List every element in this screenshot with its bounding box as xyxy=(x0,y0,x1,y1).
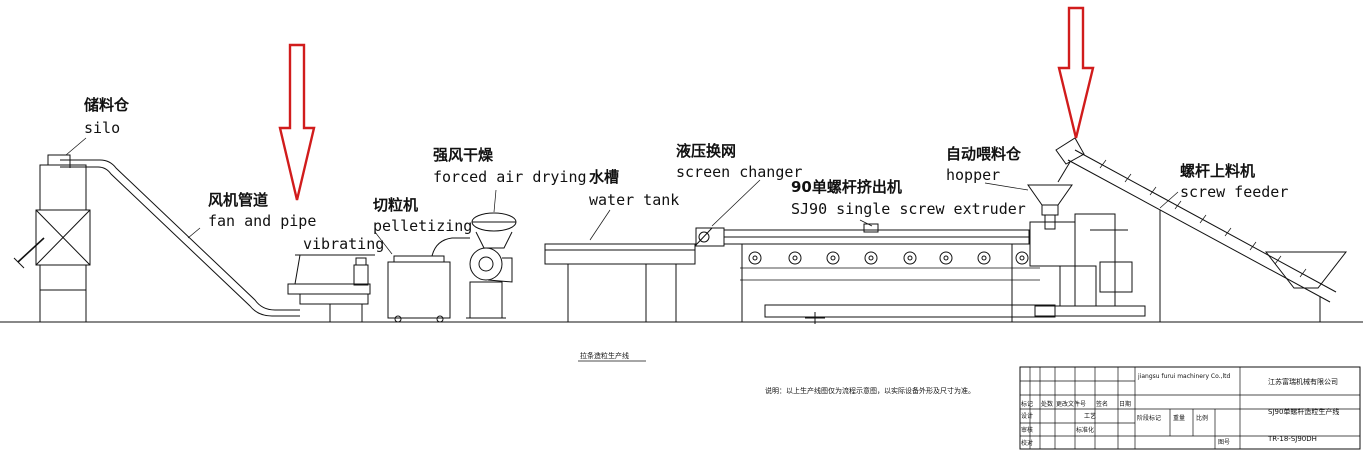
drawing-remark: 说明：以上生产线图仅为流程示意图，以实际设备外形及尺寸为准。 xyxy=(765,386,975,395)
screw-feeder xyxy=(1055,137,1348,322)
feeder-label-en: screw feeder xyxy=(1180,183,1288,201)
weight-label: 重量 xyxy=(1173,414,1185,422)
mark-col-5: 日期 xyxy=(1119,400,1131,408)
drawing-number: TR-18-SJ90DH xyxy=(1267,435,1317,443)
dryer-label-cn: 强风干燥 xyxy=(433,146,494,164)
pelletizer-label-en: pelletizing xyxy=(373,217,472,235)
sheet-label: 图号 xyxy=(1218,439,1230,446)
hopper xyxy=(1027,184,1073,230)
water-tank xyxy=(544,227,713,322)
drawing-title: 拉条造粒生产线 xyxy=(580,351,629,360)
silo-label-en: silo xyxy=(84,119,120,137)
company-en: jiangsu furui machinery Co.,ltd xyxy=(1137,373,1231,380)
extruder-label-cn: 90单螺杆挤出机 xyxy=(791,178,902,196)
tank-label-cn: 水槽 xyxy=(589,168,619,186)
pelletizer xyxy=(387,237,470,323)
process-label: 工艺 xyxy=(1084,412,1096,420)
title-block: jiangsu furui machinery Co.,ltd 江苏富瑞机械有限… xyxy=(1019,366,1361,450)
silo xyxy=(13,154,91,322)
side-label-3: 校对 xyxy=(1021,439,1033,447)
side-label-2: 审核 xyxy=(1021,426,1033,434)
fan-label-en: fan and pipe xyxy=(208,212,316,230)
feeder-label-cn: 螺杆上料机 xyxy=(1180,162,1255,180)
air-dryer xyxy=(466,212,517,319)
feeder-spiral xyxy=(1099,159,1307,278)
vibrating-screen xyxy=(287,254,375,322)
fan-label-cn: 风机管道 xyxy=(208,191,268,209)
fan-pipe xyxy=(60,155,300,317)
ratio-label: 比例 xyxy=(1196,414,1208,422)
extruder-label-en: SJ90 single screw extruder xyxy=(791,200,1026,218)
hopper-label-cn: 自动喂料仓 xyxy=(946,145,1022,163)
heater-row xyxy=(748,251,1029,265)
pelletizer-label-cn: 切粒机 xyxy=(373,196,418,214)
side-label-1: 设计 xyxy=(1021,412,1033,420)
mark-col-3: 更改文件号 xyxy=(1056,400,1086,408)
dryer-label-en: forced air drying xyxy=(433,168,587,186)
stage-mark-label: 阶段标记 xyxy=(1137,414,1161,422)
screen-label-cn: 液压换网 xyxy=(676,142,736,160)
mark-col-2: 处数 xyxy=(1041,400,1053,408)
side-label-4: 标准化 xyxy=(1076,426,1094,434)
feed-arrow-right xyxy=(1057,6,1095,139)
silo-label-cn: 储料仓 xyxy=(84,96,130,114)
company-cn: 江苏富瑞机械有限公司 xyxy=(1268,377,1338,386)
vibrating-label-en: vibrating xyxy=(303,235,384,253)
hopper-label-en: hopper xyxy=(946,166,1000,184)
product-name: SJ90单螺杆造粒生产线 xyxy=(1268,407,1339,416)
tank-label-en: water tank xyxy=(589,191,679,209)
mark-col-1: 标记 xyxy=(1021,400,1033,408)
screen-label-en: screen changer xyxy=(676,163,802,181)
feed-arrow-left xyxy=(278,43,316,201)
mark-col-4: 签名 xyxy=(1096,400,1108,408)
extruder xyxy=(695,213,1146,324)
